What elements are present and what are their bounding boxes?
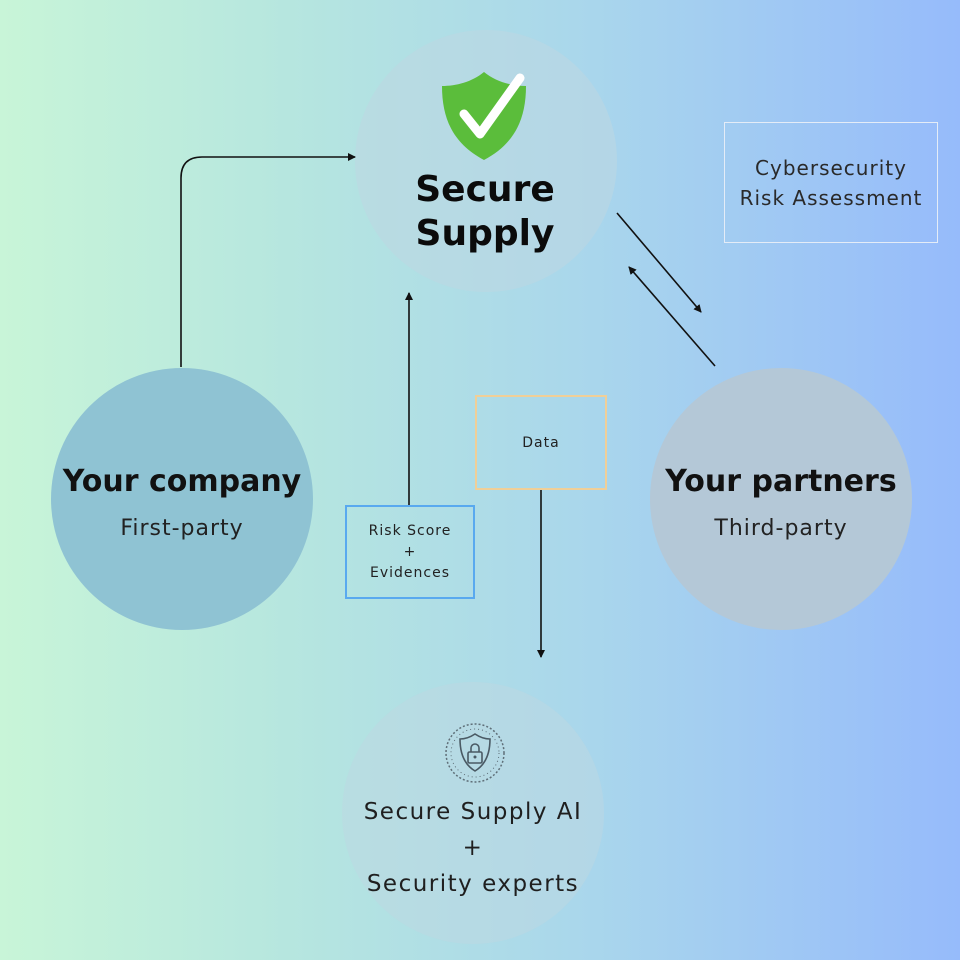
- evidences-label: Evidences: [370, 564, 450, 581]
- partners-title: Your partners: [665, 464, 897, 499]
- partners-circle: Your partners Third-party: [650, 368, 912, 630]
- company-circle: Your company First-party: [51, 368, 313, 630]
- ai-line-3: Security experts: [366, 871, 580, 897]
- ai-line-1: Secure Supply AI: [363, 799, 583, 825]
- partners-subtitle: Third-party: [714, 516, 848, 541]
- brand-line-2: Supply: [415, 213, 555, 254]
- risk-score-box: Risk Score + Evidences: [345, 505, 475, 599]
- ai-line-2: +: [462, 835, 484, 861]
- ai-circle: [342, 682, 604, 944]
- company-title: Your company: [62, 464, 302, 499]
- partners-to-secure-arrow: [628, 266, 716, 367]
- secure-to-partners-arrow: [616, 212, 702, 313]
- assessment-label: Cybersecurity Risk Assessment: [739, 155, 923, 210]
- company-to-secure-arrow: [180, 153, 356, 367]
- shield-lock-icon: [445, 723, 505, 783]
- data-box: Data: [475, 395, 607, 490]
- assessment-box: Cybersecurity Risk Assessment: [724, 122, 938, 243]
- company-subtitle: First-party: [120, 516, 244, 541]
- risk-score-plus: +: [403, 543, 417, 560]
- data-label: Data: [522, 434, 560, 451]
- risk-score-label: Risk Score: [368, 522, 452, 539]
- shield-check-icon: [442, 72, 526, 160]
- brand-line-1: Secure: [415, 169, 555, 210]
